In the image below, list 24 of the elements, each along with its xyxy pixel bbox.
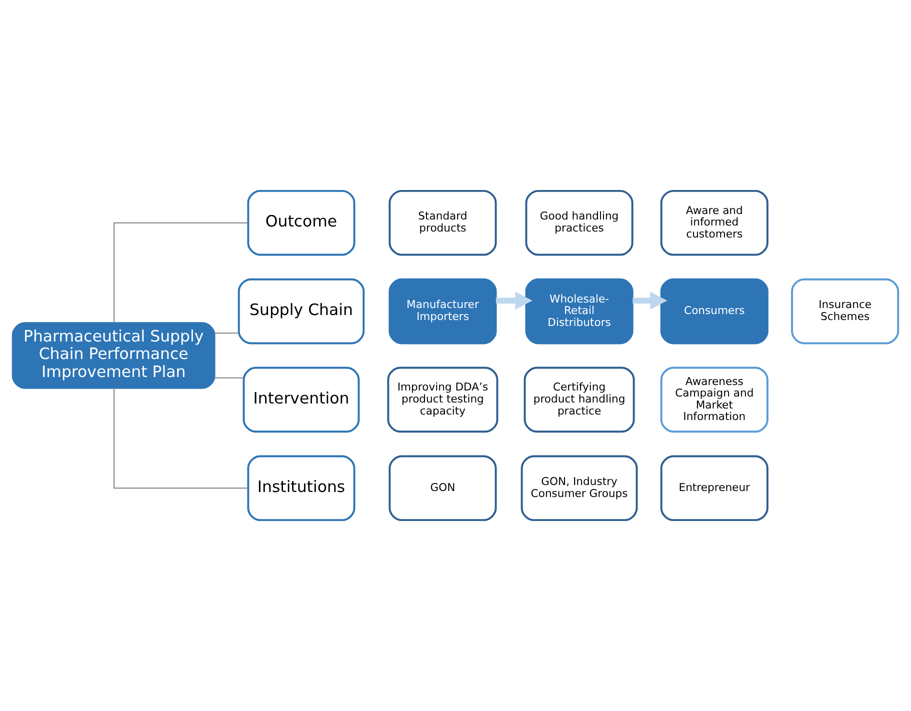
node-box: Awareness Campaign and Market Information	[660, 366, 768, 433]
node-box: Certifying product handling practice	[524, 366, 635, 433]
connector	[114, 222, 249, 324]
node-box: Entrepreneur	[660, 455, 768, 522]
node-box: GON, Industry Consumer Groups	[520, 455, 638, 522]
connector	[114, 387, 249, 489]
node-box: Pharmaceutical Supply Chain Performance Improvement Plan	[12, 322, 216, 389]
node-box: GON	[388, 455, 497, 522]
node-box: Institutions	[247, 455, 356, 522]
node-box: Consumers	[660, 278, 768, 344]
node-box: Supply Chain	[238, 278, 365, 344]
node-box: Improving DDA’s product testing capacity	[387, 366, 498, 433]
node-box: Good handling practices	[525, 190, 634, 256]
node-box: Intervention	[242, 366, 360, 433]
node-box: Aware and informed customers	[660, 190, 768, 256]
node-box: Standard products	[388, 190, 497, 256]
node-box: Wholesale-Retail Distributors	[525, 278, 634, 344]
arrow	[496, 292, 532, 310]
connector	[214, 377, 244, 378]
connector	[214, 332, 240, 334]
arrow	[632, 292, 668, 310]
node-box: Manufacturer Importers	[388, 278, 497, 344]
node-box: Insurance Schemes	[791, 278, 900, 344]
node-box: Outcome	[247, 190, 356, 256]
